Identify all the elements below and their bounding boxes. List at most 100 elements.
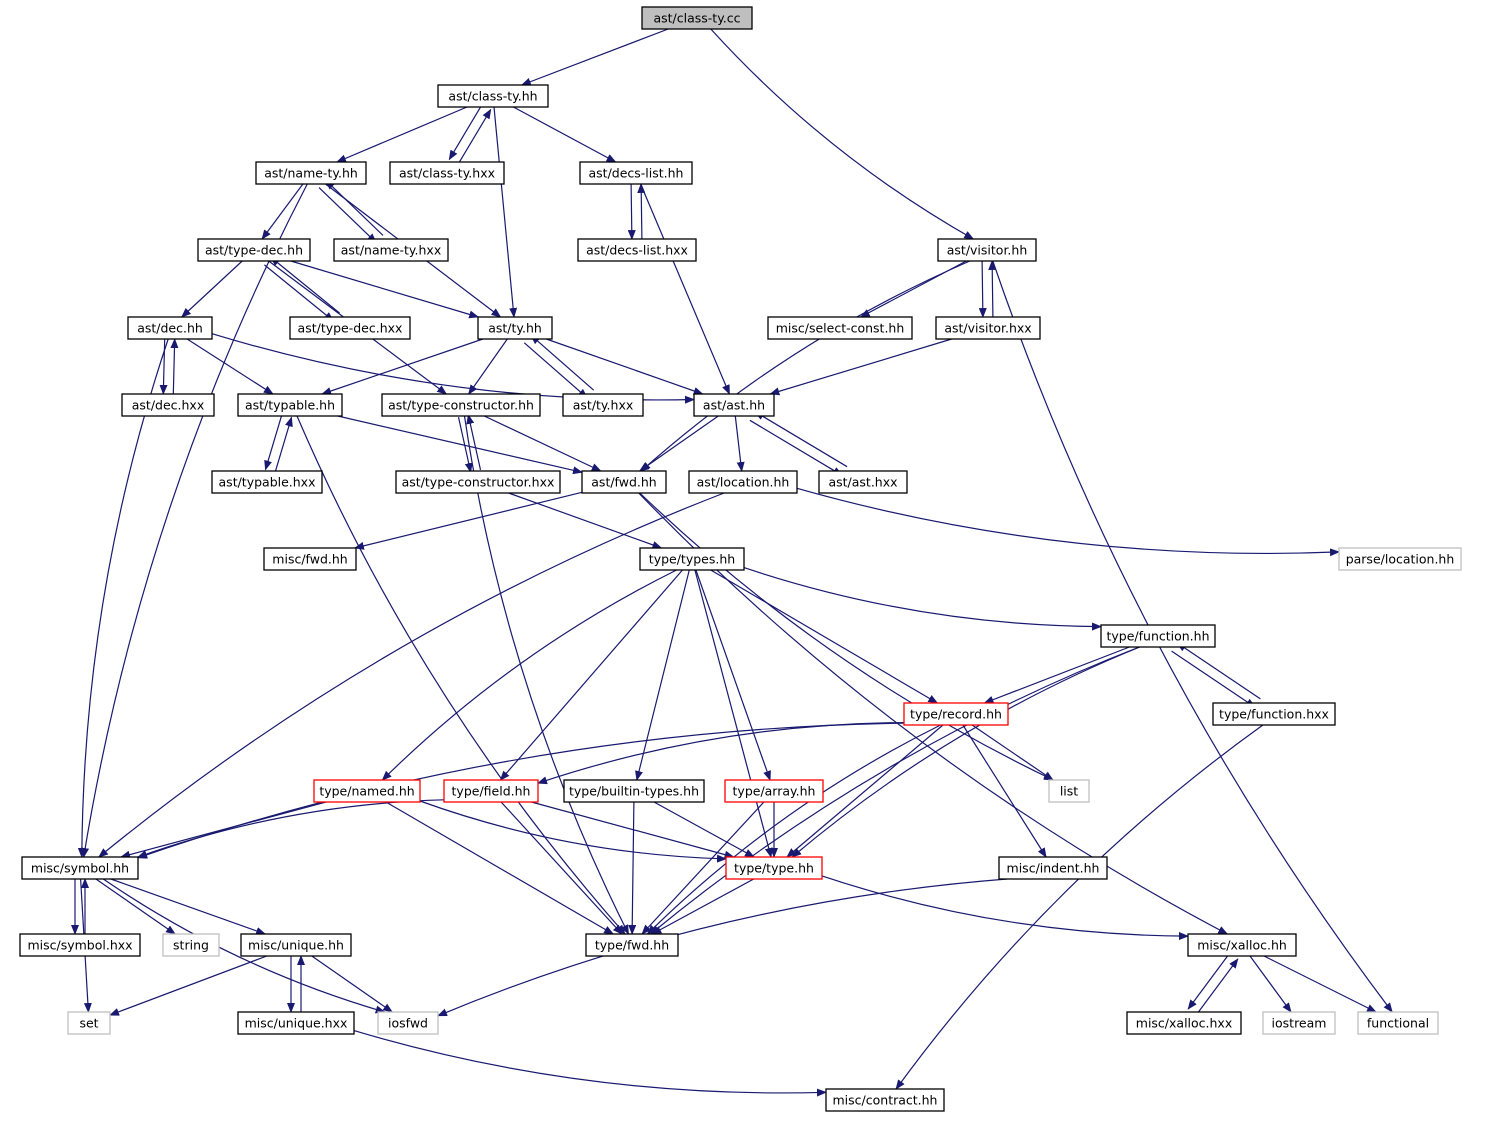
node-field-hh[interactable]: type/field.hh — [443, 779, 539, 803]
node-function-hh[interactable]: type/function.hh — [1100, 624, 1216, 648]
node-box-class-ty-hxx — [389, 161, 505, 185]
node-xalloc-hxx[interactable]: misc/xalloc.hxx — [1126, 1011, 1242, 1035]
node-ty-hh[interactable]: ast/ty.hh — [477, 316, 553, 340]
node-label-typable-hxx: ast/typable.hxx — [219, 475, 316, 490]
node-label-list: list — [1060, 784, 1078, 799]
node-ast-hxx[interactable]: ast/ast.hxx — [818, 470, 908, 494]
edge-visitor-hh-to-visitor-hxx — [978, 261, 987, 319]
node-label-name-ty-hh: ast/name-ty.hh — [264, 166, 358, 181]
node-box-decs-list-hh — [579, 161, 693, 185]
node-symbol-hxx[interactable]: misc/symbol.hxx — [19, 933, 141, 957]
node-box-name-ty-hh — [255, 161, 367, 185]
node-misc-fwd-hh[interactable]: misc/fwd.hh — [263, 547, 357, 571]
node-named-hh[interactable]: type/named.hh — [313, 779, 421, 803]
edge-record-hh-to-list — [971, 724, 1054, 781]
node-select-const-hh[interactable]: misc/select-const.hh — [767, 316, 913, 340]
node-visitor-hh[interactable]: ast/visitor.hh — [937, 238, 1037, 262]
edge-function-hh-to-type-hh — [791, 646, 1141, 858]
node-type-hh[interactable]: type/type.hh — [725, 856, 823, 880]
node-typable-hh[interactable]: ast/typable.hh — [237, 393, 343, 417]
edge-ast-hh-to-ast-fwd-hh — [638, 415, 719, 472]
node-label-xalloc-hxx: misc/xalloc.hxx — [1136, 1016, 1232, 1031]
node-label-functional: functional — [1367, 1016, 1429, 1031]
node-box-ty-hh — [477, 316, 553, 340]
node-xalloc-hh[interactable]: misc/xalloc.hh — [1187, 933, 1297, 957]
node-label-array-hh: type/array.hh — [733, 784, 816, 799]
node-box-xalloc-hxx — [1126, 1011, 1242, 1035]
node-class-ty-hh[interactable]: ast/class-ty.hh — [437, 84, 549, 108]
node-label-dec-hh: ast/dec.hh — [137, 321, 203, 336]
node-contract-hh[interactable]: misc/contract.hh — [825, 1088, 945, 1112]
node-decs-list-hxx[interactable]: ast/decs-list.hxx — [577, 238, 697, 262]
node-decs-list-hh[interactable]: ast/decs-list.hh — [579, 161, 693, 185]
node-box-unique-hxx — [237, 1011, 355, 1035]
node-function-hxx[interactable]: type/function.hxx — [1212, 702, 1336, 726]
node-builtin-types-hh[interactable]: type/builtin-types.hh — [563, 779, 705, 803]
node-iostream: iostream — [1262, 1011, 1336, 1035]
node-ty-hxx[interactable]: ast/ty.hxx — [562, 393, 644, 417]
node-label-type-dec-hh: ast/type-dec.hh — [205, 243, 303, 258]
edge-type-dec-hh-to-dec-hh — [181, 260, 243, 318]
node-ast-fwd-hh[interactable]: ast/fwd.hh — [581, 470, 667, 494]
node-class-ty-hxx[interactable]: ast/class-ty.hxx — [389, 161, 505, 185]
node-label-ast-hh: ast/ast.hh — [703, 398, 765, 413]
node-type-fwd-hh[interactable]: type/fwd.hh — [585, 933, 679, 957]
node-visitor-hxx[interactable]: ast/visitor.hxx — [935, 316, 1041, 340]
node-box-array-hh — [724, 779, 824, 803]
node-symbol-hh[interactable]: misc/symbol.hh — [21, 856, 139, 880]
node-box-functional — [1357, 1011, 1439, 1035]
edge-ty-hh-to-ast-hh — [546, 338, 704, 395]
node-label-xalloc-hh: misc/xalloc.hh — [1197, 938, 1287, 953]
edge-type-constructor-hh-to-type-fwd-hh — [463, 415, 630, 935]
edge-types-hh-to-record-hh — [710, 569, 939, 704]
node-label-location-hh: ast/location.hh — [697, 475, 790, 490]
edge-class-ty-cc-to-class-ty-hh — [520, 28, 669, 86]
node-label-ast-hxx: ast/ast.hxx — [828, 475, 897, 490]
node-box-type-hh — [725, 856, 823, 880]
node-box-type-constructor-hxx — [395, 470, 561, 494]
edge-type-constructor-hxx-to-type-constructor-hh — [466, 413, 482, 471]
edge-decs-list-hxx-to-decs-list-hh — [637, 182, 646, 239]
node-types-hh[interactable]: type/types.hh — [639, 547, 745, 571]
node-ast-hh[interactable]: ast/ast.hh — [693, 393, 775, 417]
node-type-dec-hxx[interactable]: ast/type-dec.hxx — [289, 316, 411, 340]
node-label-name-ty-hxx: ast/name-ty.hxx — [341, 243, 441, 258]
node-box-contract-hh — [825, 1088, 945, 1112]
node-class-ty-cc[interactable]: ast/class-ty.cc — [641, 6, 753, 30]
node-array-hh[interactable]: type/array.hh — [724, 779, 824, 803]
node-box-class-ty-hh — [437, 84, 549, 108]
edge-types-hh-to-function-hh — [743, 567, 1102, 631]
node-location-hh[interactable]: ast/location.hh — [688, 470, 798, 494]
node-label-indent-hh: misc/indent.hh — [1007, 861, 1100, 876]
edge-symbol-hh-to-string — [95, 878, 176, 935]
edge-unique-hxx-to-contract-hh — [353, 1030, 827, 1097]
node-label-iostream: iostream — [1272, 1016, 1327, 1031]
edge-typable-hh-to-type-fwd-hh — [296, 415, 626, 935]
edge-record-hh-to-type-hh — [786, 724, 944, 858]
node-name-ty-hh[interactable]: ast/name-ty.hh — [255, 161, 367, 185]
node-type-constructor-hxx[interactable]: ast/type-constructor.hxx — [395, 470, 561, 494]
node-box-select-const-hh — [767, 316, 913, 340]
node-box-type-fwd-hh — [585, 933, 679, 957]
node-unique-hxx[interactable]: misc/unique.hxx — [237, 1011, 355, 1035]
node-dec-hxx[interactable]: ast/dec.hxx — [121, 393, 215, 417]
node-type-dec-hh[interactable]: ast/type-dec.hh — [197, 238, 311, 262]
node-unique-hh[interactable]: misc/unique.hh — [240, 933, 352, 957]
node-label-symbol-hxx: misc/symbol.hxx — [27, 938, 132, 953]
node-indent-hh[interactable]: misc/indent.hh — [998, 856, 1108, 880]
node-record-hh[interactable]: type/record.hh — [903, 702, 1009, 726]
node-box-visitor-hh — [937, 238, 1037, 262]
node-dec-hh[interactable]: ast/dec.hh — [127, 316, 213, 340]
node-box-typable-hh — [237, 393, 343, 417]
edge-xalloc-hh-to-iostream — [1249, 955, 1292, 1013]
node-type-constructor-hh[interactable]: ast/type-constructor.hh — [381, 393, 541, 417]
node-label-decs-list-hxx: ast/decs-list.hxx — [586, 243, 688, 258]
node-box-indent-hh — [998, 856, 1108, 880]
edge-array-hh-to-type-fwd-hh — [641, 801, 765, 935]
node-label-function-hh: type/function.hh — [1106, 629, 1209, 644]
node-box-ty-hxx — [562, 393, 644, 417]
edge-field-hh-to-type-hh — [531, 801, 735, 859]
node-typable-hxx[interactable]: ast/typable.hxx — [211, 470, 323, 494]
node-name-ty-hxx[interactable]: ast/name-ty.hxx — [333, 238, 449, 262]
node-label-select-const-hh: misc/select-const.hh — [776, 321, 905, 336]
